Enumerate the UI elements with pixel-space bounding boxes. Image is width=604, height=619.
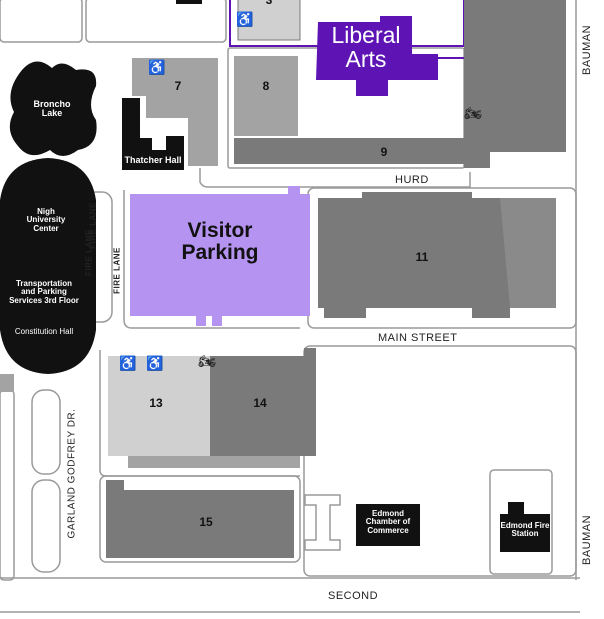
visitor-parking-lot[interactable] <box>130 186 310 326</box>
lot-8-label: 8 <box>262 79 270 93</box>
accessible-parking-icon: ♿ <box>119 355 137 371</box>
block-15-outline <box>99 475 301 563</box>
street-main: MAIN STREET <box>378 332 458 344</box>
lot-14-label: 14 <box>253 396 267 410</box>
road-west-strip <box>0 389 15 581</box>
constitution-hall-stadium[interactable] <box>0 158 96 374</box>
lot-15-label: 15 <box>199 515 213 529</box>
lot-13-14-south-strip <box>128 456 300 468</box>
lot-8[interactable] <box>234 56 298 136</box>
road-curb-hurd <box>199 168 471 188</box>
lot-9-label: 9 <box>380 145 388 159</box>
street-second: SECOND <box>328 590 379 602</box>
lot-3[interactable] <box>237 0 301 41</box>
lot-13-label: 13 <box>149 396 163 410</box>
lot-11[interactable] <box>318 192 556 318</box>
broncho-lake <box>9 61 97 156</box>
garland-island-2 <box>31 479 61 573</box>
fire-station-building[interactable] <box>500 502 550 552</box>
lot-7[interactable] <box>132 58 218 166</box>
lot-east-upper[interactable] <box>464 0 566 168</box>
liberal-arts-label: Liberal Arts <box>331 22 401 73</box>
street-hurd: HURD <box>395 174 429 186</box>
chamber-label: Edmond Chamber of Commerce <box>365 509 411 535</box>
thatcher-hall-building[interactable] <box>122 98 184 170</box>
fire-station-driveway <box>489 469 553 575</box>
lot-11-label: 11 <box>415 250 429 264</box>
transportation-label: Transportation and Parking Services 3rd … <box>9 279 79 305</box>
chamber-entry-outline <box>304 494 341 551</box>
lot-14[interactable] <box>210 348 316 456</box>
liberal-arts-building[interactable] <box>316 16 438 96</box>
street-garland-godfrey: GARLAND GODFREY DR. <box>66 408 78 539</box>
accessible-parking-icon: ♿ <box>146 355 164 371</box>
street-bauman-bottom: BAUMAN <box>581 514 593 565</box>
broncho-lake-label: Broncho Lake <box>33 99 71 119</box>
road-block-north <box>85 0 227 43</box>
accessible-parking-icon: ♿ <box>236 11 254 27</box>
street-bauman-top: BAUMAN <box>581 24 593 75</box>
nigh-center-label: Nigh University Center <box>26 207 66 233</box>
constitution-hall-label: Constitution Hall <box>14 327 74 336</box>
accessible-parking-icon: ♿ <box>148 59 166 75</box>
motorcycle-parking-icon: 🏍 <box>198 353 216 369</box>
road-block-hurd-left <box>0 0 83 43</box>
lot-west-edge <box>0 374 14 392</box>
lot-11-pale-edge <box>500 198 556 308</box>
visitor-parking-label: Visitor Parking <box>181 219 259 265</box>
thatcher-hall-label: Thatcher Hall <box>124 155 182 165</box>
fire-station-label: Edmond Fire Station <box>500 521 550 539</box>
lot-13[interactable] <box>108 356 210 456</box>
street-fire-lane-2: FIRE LANE <box>84 229 94 276</box>
lot-9[interactable] <box>234 138 474 164</box>
road-curb-main-top <box>123 190 300 329</box>
motorcycle-parking-icon: 🏍 <box>464 105 482 121</box>
lot-3-label: 3 <box>265 0 273 7</box>
lot-15[interactable] <box>106 480 294 558</box>
street-fire-lane-3: FIRE LANE <box>112 247 122 294</box>
building-top-black <box>176 0 202 4</box>
lot-7-label: 7 <box>174 79 182 93</box>
garland-island-1 <box>31 389 61 475</box>
chamber-of-commerce-building[interactable] <box>356 504 420 546</box>
